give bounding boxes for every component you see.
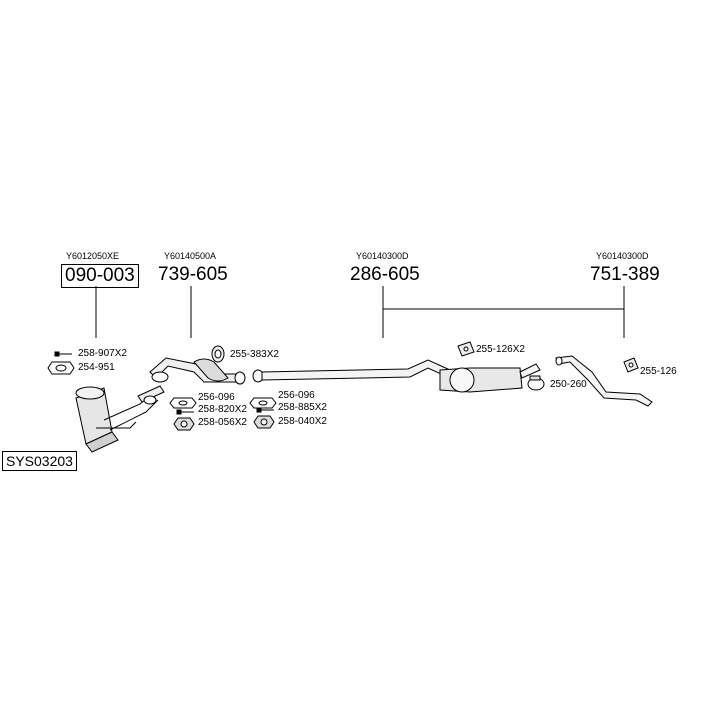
gasket-icon <box>47 361 75 375</box>
accessory-label[interactable]: 255-383X2 <box>230 349 279 360</box>
accessory-label[interactable]: 255-126X2 <box>476 344 525 355</box>
nut-icon <box>173 417 195 431</box>
part-number-090-003[interactable]: 090-003 <box>61 264 139 288</box>
oem-label-090-003: Y6012050XE <box>66 251 120 261</box>
oem-label-739-605: Y60140500A <box>164 251 217 261</box>
system-code: SYS03203 <box>2 451 77 471</box>
rubber-hanger-icon <box>457 341 475 357</box>
accessory-label[interactable]: 258-820X2 <box>198 404 247 415</box>
front-pipe-drawing <box>149 357 246 385</box>
part-number-751-389[interactable]: 751-389 <box>590 264 660 285</box>
accessory-label[interactable]: 254-951 <box>78 362 115 373</box>
nut-icon <box>253 415 275 429</box>
accessory-label[interactable]: 258-885X2 <box>278 402 327 413</box>
middle-pipe-drawing <box>252 359 541 393</box>
accessory-label[interactable]: 258-907X2 <box>78 348 127 359</box>
clamp-icon <box>527 375 545 391</box>
bolt-icon <box>54 351 72 357</box>
accessory-label[interactable]: 255-126 <box>640 366 677 377</box>
rubber-hanger-icon <box>211 345 225 363</box>
dpf-catalyst-drawing <box>75 385 165 453</box>
part-number-739-605[interactable]: 739-605 <box>158 264 228 285</box>
accessory-label[interactable]: 256-096 <box>278 390 315 401</box>
gasket-icon <box>169 397 197 409</box>
rubber-hanger-icon <box>623 357 639 373</box>
part-number-286-605[interactable]: 286-605 <box>350 264 420 285</box>
gasket-icon <box>249 397 277 409</box>
accessory-label[interactable]: 250-260 <box>550 379 587 390</box>
oem-label-286-605: Y60140300D <box>356 251 409 261</box>
bolt-icon <box>176 409 194 415</box>
accessory-label[interactable]: 258-040X2 <box>278 416 327 427</box>
oem-label-751-389: Y60140300D <box>596 251 649 261</box>
bolt-icon <box>256 407 274 413</box>
accessory-label[interactable]: 258-056X2 <box>198 417 247 428</box>
accessory-label[interactable]: 256-096 <box>198 392 235 403</box>
rear-silencer-drawing <box>555 355 653 407</box>
